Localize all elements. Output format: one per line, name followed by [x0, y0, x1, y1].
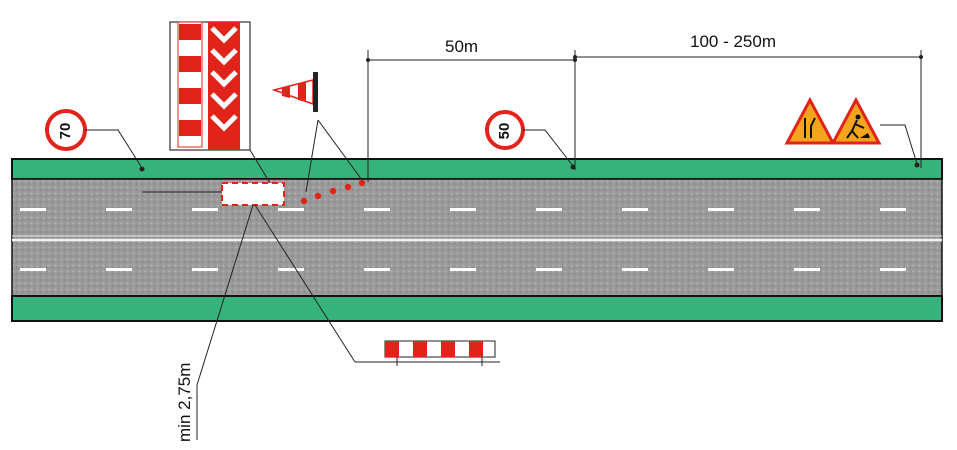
lane-dash [880, 208, 906, 211]
lane-dash [450, 208, 476, 211]
red-white-barrier-icon [254, 204, 500, 366]
lane-dash [20, 208, 46, 211]
work-zone [142, 179, 366, 206]
lane-dash [106, 268, 132, 271]
lane-dash [106, 208, 132, 211]
top-verge [11, 158, 943, 180]
lane-dash [708, 208, 734, 211]
chevron-board-icon [169, 21, 271, 184]
lane-dash [794, 208, 820, 211]
dimension-lines: 50m 100 - 250m [366, 32, 923, 182]
traffic-cone-marker [314, 192, 322, 200]
lane-dash [278, 268, 304, 271]
lane-dash [450, 268, 476, 271]
distance-100-250m-label: 100 - 250m [690, 32, 776, 51]
lane-dash [880, 268, 906, 271]
lane-dash [192, 268, 218, 271]
lane-dash [192, 208, 218, 211]
speed-limit-50-sign: 50 [485, 110, 576, 170]
lane-dash [536, 268, 562, 271]
distance-50m-label: 50m [445, 37, 478, 56]
lane-dash [20, 268, 46, 271]
lane-dash [708, 268, 734, 271]
traffic-cone-icon [271, 72, 363, 193]
lane-dash [622, 208, 648, 211]
carriageway [11, 178, 943, 297]
lane-dash [278, 208, 304, 211]
min-width-label: min 2,75m [175, 363, 194, 442]
lane-markings [20, 208, 906, 271]
svg-text:50: 50 [496, 123, 513, 140]
road [11, 158, 943, 322]
lane-dash [622, 268, 648, 271]
traffic-cone-marker [358, 179, 366, 187]
speed-limit-70-sign: 70 [45, 109, 145, 172]
warning-signs [784, 96, 920, 168]
lane-dash [794, 268, 820, 271]
lane-dash [364, 268, 390, 271]
traffic-cone-marker [300, 197, 308, 205]
traffic-cone-marker [329, 187, 337, 195]
lane-dash [536, 208, 562, 211]
road-works-icon [830, 96, 882, 145]
work-area [221, 182, 285, 206]
cone-taper [300, 179, 366, 205]
min-width-callout: min 2,75m [175, 204, 254, 442]
lane-dash [364, 208, 390, 211]
traffic-cone-marker [344, 183, 352, 191]
bottom-verge [11, 295, 943, 322]
svg-text:70: 70 [57, 123, 74, 140]
road-narrows-icon [784, 96, 836, 145]
